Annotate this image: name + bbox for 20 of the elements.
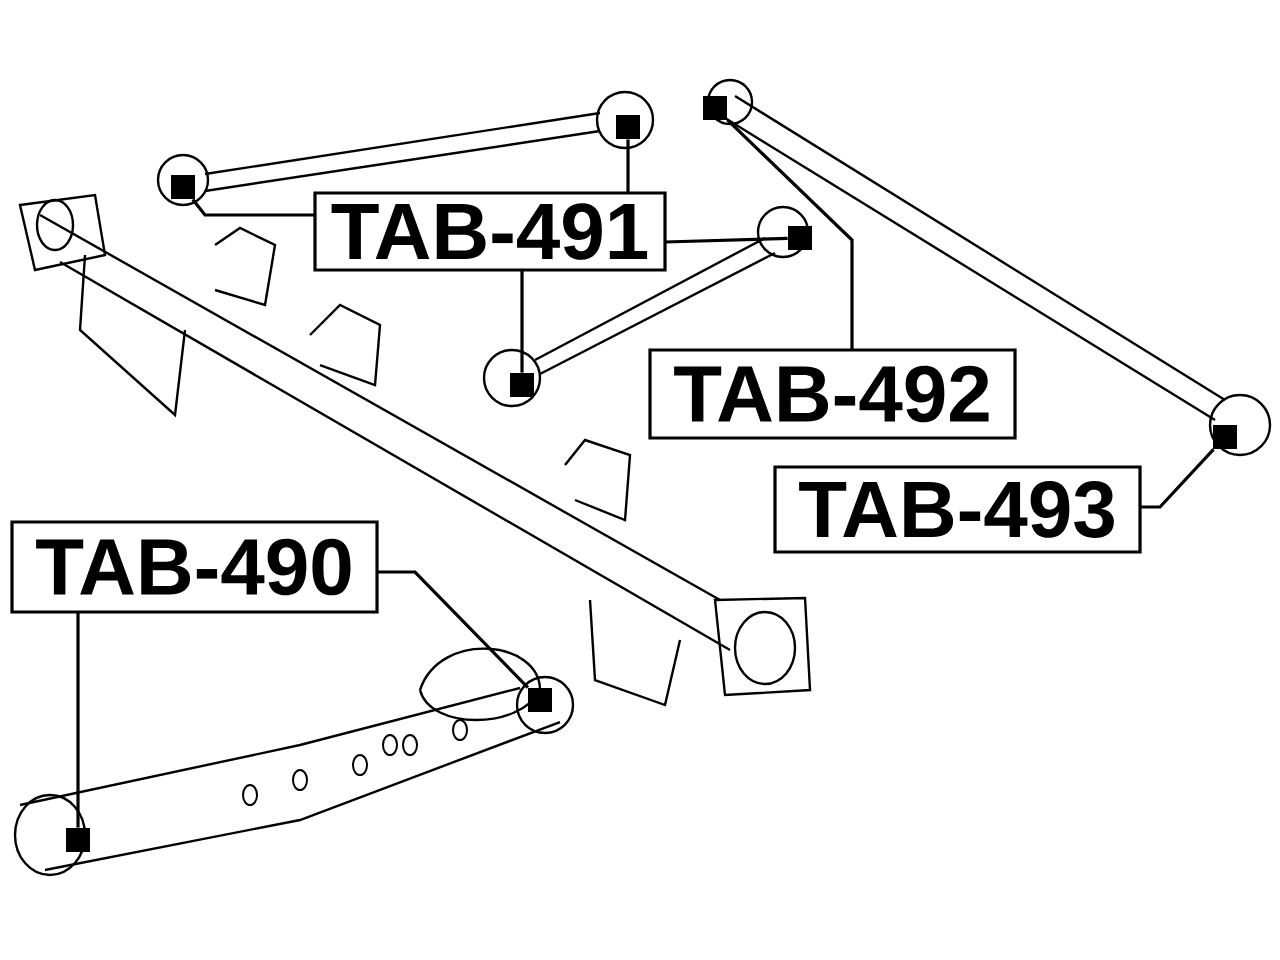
callout-marker — [1213, 425, 1237, 449]
leader-line — [76, 612, 80, 828]
part-number-label: TAB-491 — [313, 191, 667, 272]
leader-line — [1140, 448, 1215, 509]
leader-line — [377, 570, 530, 689]
part-number-label: TAB-493 — [773, 465, 1142, 554]
callout-marker — [66, 828, 90, 852]
part-number-label: TAB-490 — [10, 520, 379, 614]
callout-marker — [616, 115, 640, 139]
callout-marker — [171, 175, 195, 199]
leader-line — [520, 270, 524, 373]
leader-line — [726, 118, 854, 350]
callout-marker — [788, 226, 812, 250]
leader-line — [191, 198, 315, 217]
callout-marker — [703, 96, 727, 120]
callout-marker — [528, 688, 552, 712]
part-number-label: TAB-492 — [648, 348, 1017, 440]
leader-line — [626, 139, 630, 193]
callout-marker — [510, 373, 534, 397]
leader-line — [664, 236, 788, 244]
